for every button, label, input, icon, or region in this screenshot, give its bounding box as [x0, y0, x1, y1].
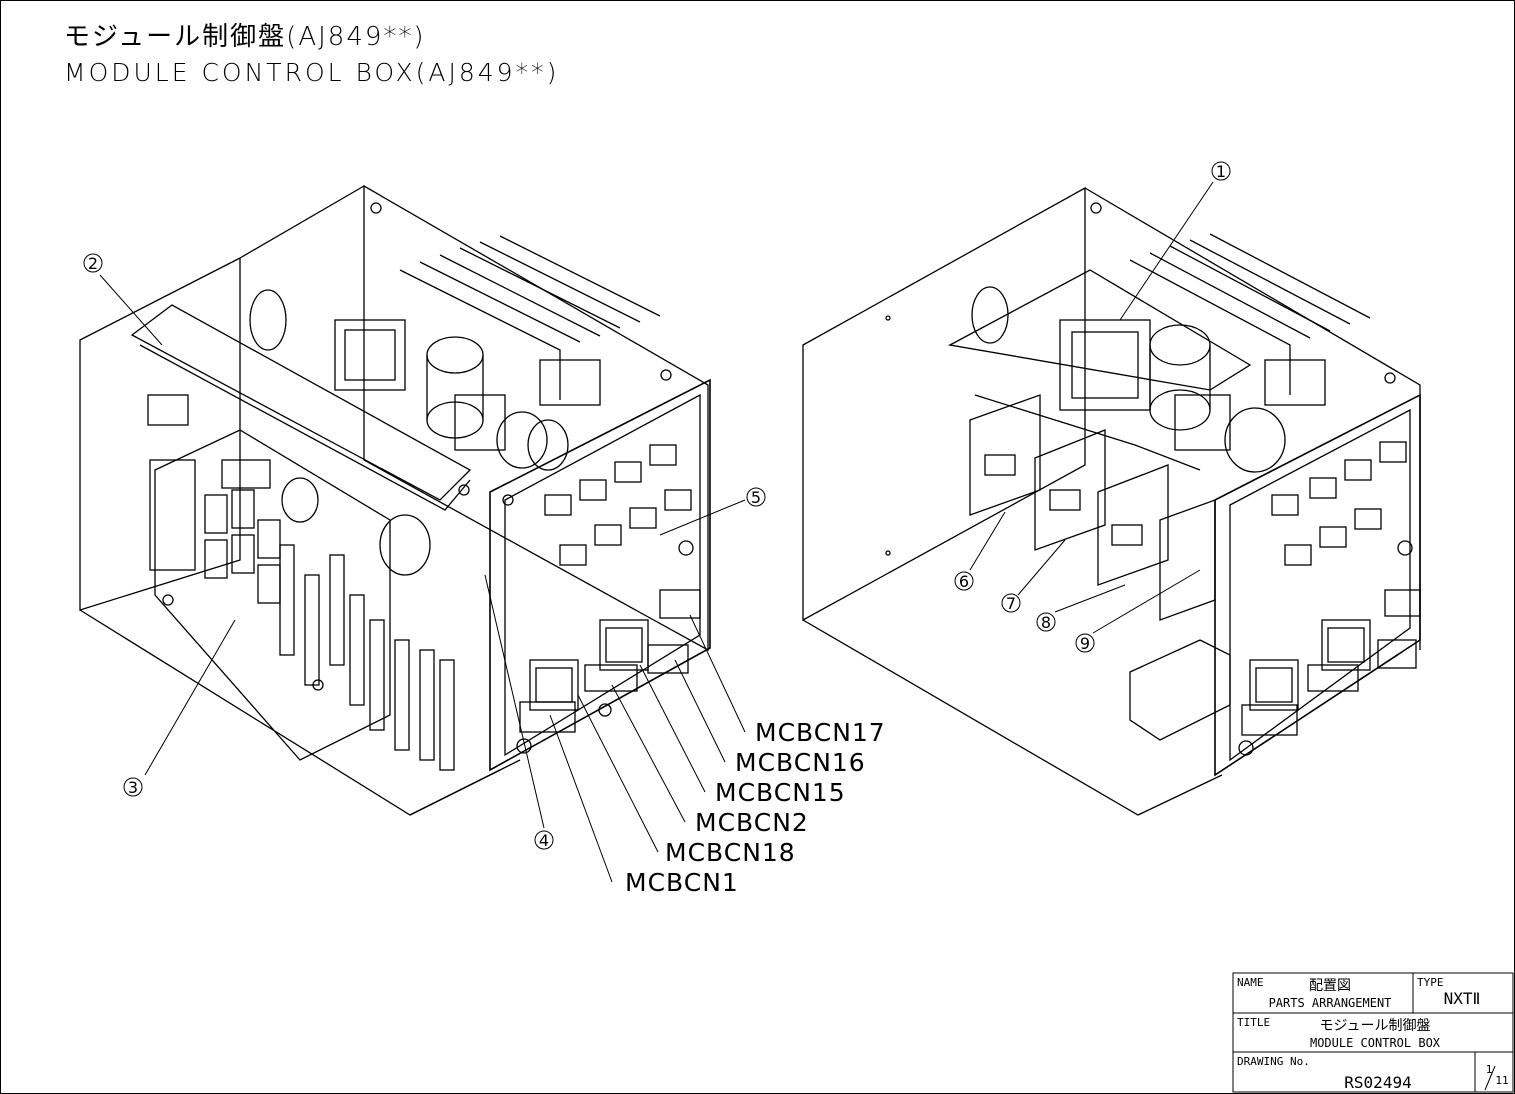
- callout-6: 6: [959, 572, 969, 591]
- left-front-frame: [490, 380, 710, 770]
- label-mcbcn17: MCBCN17: [755, 718, 886, 747]
- right-mcbcn-connectors: [1239, 541, 1420, 755]
- label-mcbcn2: MCBCN2: [695, 808, 809, 837]
- left-module-control-box: [80, 186, 710, 815]
- callout-2: 2: [88, 254, 98, 273]
- callout-5: 5: [751, 488, 761, 507]
- label-mcbcn16: MCBCN16: [735, 748, 866, 777]
- label-mcbcn15: MCBCN15: [715, 778, 846, 807]
- title-block-sheet-number: 1: [1486, 1063, 1493, 1076]
- callout-8: 8: [1041, 613, 1051, 632]
- title-block-title-en: MODULE CONTROL BOX: [1310, 1036, 1441, 1050]
- callout-1: 1: [1216, 162, 1226, 181]
- title-block-sheet-total: 11: [1495, 1074, 1508, 1087]
- leader-lines: [100, 182, 1213, 882]
- left-top-bracket: [132, 305, 470, 500]
- title-block-drawing-label: DRAWING No.: [1237, 1055, 1310, 1068]
- left-heat-sink: [400, 236, 660, 400]
- title-block-type-value: NXTⅡ: [1444, 989, 1481, 1008]
- left-box-left-panel: [80, 258, 240, 610]
- label-mcbcn18: MCBCN18: [665, 838, 796, 867]
- title-block-drawing-number: RS02494: [1344, 1073, 1411, 1092]
- callout-9: 9: [1080, 634, 1090, 653]
- title-block-name-jp: 配置図: [1309, 978, 1351, 994]
- title-block-title-label: TITLE: [1237, 1016, 1270, 1029]
- right-box-left-panel: [803, 188, 1085, 620]
- left-relays: [205, 460, 280, 603]
- title-block-type-label: TYPE: [1417, 976, 1444, 989]
- callout-7: 7: [1006, 594, 1016, 613]
- left-card-connectors: [280, 545, 454, 770]
- left-terminal-blocks: [545, 445, 691, 565]
- title-block-name-label: NAME: [1237, 976, 1264, 989]
- title-block-title-jp: モジュール制御盤: [1319, 1018, 1430, 1034]
- callout-3: 3: [128, 778, 138, 797]
- right-module-control-box: [803, 188, 1420, 815]
- label-mcbcn1: MCBCN1: [625, 868, 739, 897]
- left-mcbcn-connectors: [517, 541, 700, 753]
- right-front-frame: [1215, 395, 1420, 775]
- callout-balloons: [84, 162, 1230, 849]
- callout-4: 4: [539, 831, 549, 850]
- title-block-name-en: PARTS ARRANGEMENT: [1269, 996, 1392, 1010]
